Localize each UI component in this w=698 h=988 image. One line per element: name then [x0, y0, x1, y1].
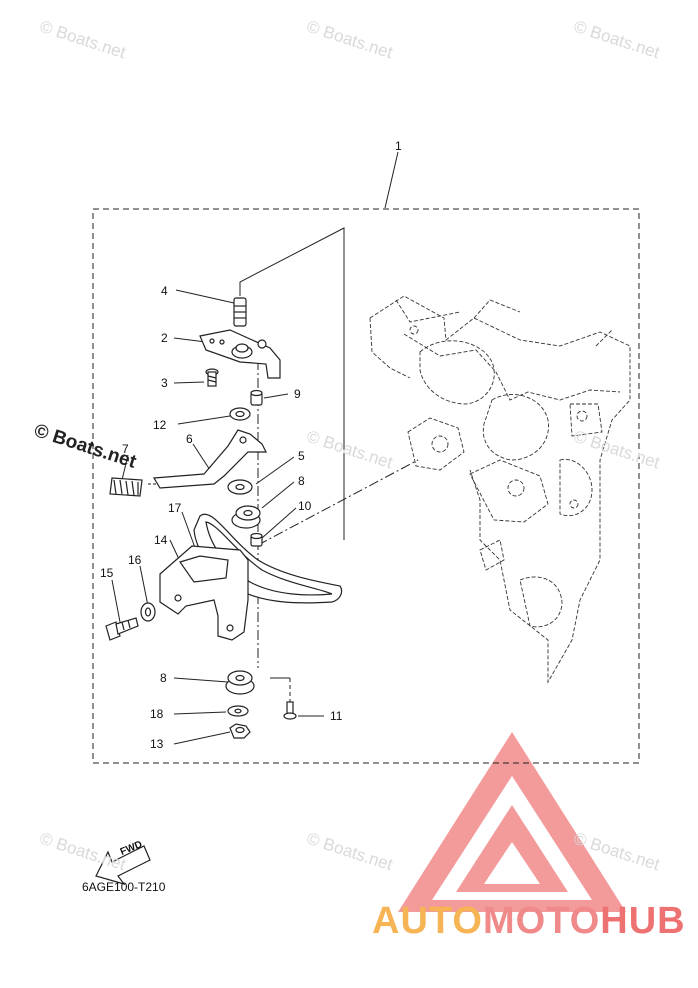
leader-10	[261, 507, 297, 539]
callout-4: 4	[161, 284, 168, 298]
assembly-boundary	[92, 208, 640, 764]
part-5-washer	[227, 479, 253, 495]
part-6-lever	[152, 429, 267, 489]
diagram-code: 6AGE100-T210	[82, 880, 166, 894]
leader-13	[173, 731, 231, 745]
leader-15	[111, 579, 121, 623]
brand-part-3: HUB	[600, 900, 686, 942]
callout-15: 15	[100, 566, 114, 580]
callout-1: 1	[395, 139, 402, 153]
leader-3	[173, 381, 205, 384]
callout-18: 18	[150, 707, 164, 721]
callout-9: 9	[294, 387, 301, 401]
leader-8a	[261, 481, 295, 509]
leader-1	[384, 151, 399, 209]
part-13-nut	[229, 723, 251, 739]
leader-12	[177, 415, 231, 425]
part-2-bracket	[199, 329, 281, 379]
leader-9	[263, 393, 289, 399]
leader-8b	[173, 677, 229, 683]
leader-6	[192, 443, 211, 471]
part-8-grommet-lower	[225, 670, 255, 695]
leader-7	[121, 454, 129, 481]
mount-axis	[257, 459, 419, 546]
part-11-screw	[283, 701, 297, 720]
brand-part-2: MOTO	[482, 900, 601, 942]
callout-13: 13	[150, 737, 164, 751]
part-4-shaft	[233, 297, 247, 327]
part-3-screw	[205, 368, 219, 387]
part-9-collar	[250, 389, 263, 406]
callout-17: 17	[168, 501, 182, 515]
assembly-axis	[239, 227, 345, 540]
callout-10: 10	[298, 499, 312, 513]
engine-outline	[369, 295, 631, 684]
brand-logo	[398, 732, 626, 912]
part-18-washer	[227, 705, 249, 717]
callout-6: 6	[186, 432, 193, 446]
callout-2: 2	[161, 331, 168, 345]
callout-5: 5	[298, 449, 305, 463]
callout-11: 11	[330, 709, 343, 723]
callout-8-lower: 8	[160, 671, 167, 685]
leader-2	[173, 337, 207, 343]
part-12-washer	[229, 407, 251, 421]
leader-18	[173, 711, 227, 715]
brand-part-1: AUTO	[372, 900, 483, 942]
part-10-collar	[250, 532, 263, 547]
leader-5	[255, 456, 295, 485]
callout-8-upper: 8	[298, 474, 305, 488]
callout-7: 7	[122, 442, 129, 456]
fwd-arrow-icon	[95, 845, 151, 886]
part-8-grommet-upper	[231, 505, 261, 529]
part-15-bolt	[105, 617, 139, 641]
part-14-bracket	[159, 545, 249, 641]
part-7-grommet	[109, 477, 143, 497]
leader-4	[175, 289, 235, 304]
callout-16: 16	[128, 553, 142, 567]
callout-14: 14	[154, 533, 168, 547]
leader-16	[139, 565, 149, 607]
callout-3: 3	[161, 376, 168, 390]
callout-12: 12	[153, 418, 167, 432]
brand-wordmark: AUTOMOTOHUB	[372, 900, 686, 943]
part-16-washer	[140, 602, 156, 622]
